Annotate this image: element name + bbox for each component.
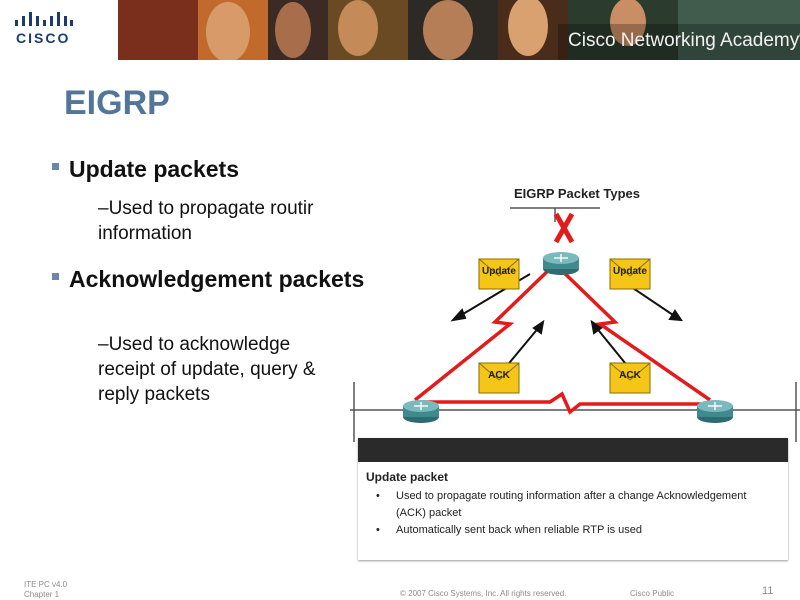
diagram-title: EIGRP Packet Types — [514, 186, 640, 201]
ack-envelope-right-icon: ACK — [609, 362, 651, 394]
header-banner: CISCO Cisco Networking Academy® — [0, 0, 800, 60]
eigrp-packet-diagram: Update Update ACK ACK EIGRP Packet Types… — [350, 182, 800, 560]
update-envelope-left-icon: Update — [478, 258, 520, 290]
square-bullet-icon — [52, 273, 59, 280]
info-item: Used to propagate routing information af… — [366, 488, 774, 522]
cisco-logo: CISCO — [0, 0, 118, 60]
bullet-label: Update packets — [69, 156, 240, 182]
sub-bullet-update: –Used to propagate routir information — [98, 198, 314, 244]
page-number: 11 — [762, 585, 774, 597]
envelope-label: ACK — [488, 370, 510, 381]
sub-bullet-ack: –Used to acknowledge receipt of update, … — [98, 334, 316, 405]
envelope-label: Update — [613, 266, 647, 277]
router-top-icon — [543, 252, 579, 275]
footer-chapter: Chapter 1 — [24, 590, 60, 599]
router-right-icon — [697, 400, 733, 423]
cisco-bars-icon — [15, 12, 73, 26]
footer-copyright: © 2007 Cisco Systems, Inc. All rights re… — [400, 589, 567, 598]
envelope-label: Update — [482, 266, 516, 277]
header-photo-strip — [118, 0, 800, 60]
square-bullet-icon — [52, 163, 59, 170]
info-item: Automatically sent back when reliable RT… — [366, 522, 774, 539]
footer-course: ITE PC v4.0 — [24, 580, 68, 589]
update-envelope-right-icon: Update — [609, 258, 651, 290]
envelope-label: ACK — [619, 370, 641, 381]
slide-title: EIGRP — [64, 84, 170, 122]
info-box: Update packet Used to propagate routing … — [358, 438, 788, 560]
ack-envelope-left-icon: ACK — [478, 362, 520, 394]
footer-classification: Cisco Public — [630, 589, 675, 598]
info-list: Used to propagate routing information af… — [366, 488, 774, 539]
router-left-icon — [403, 400, 439, 423]
info-heading: Update packet — [366, 470, 449, 484]
cisco-wordmark: CISCO — [16, 30, 71, 46]
academy-title: Cisco Networking Academy® — [568, 30, 800, 51]
bullet-label: Acknowledgement packets — [69, 266, 365, 292]
